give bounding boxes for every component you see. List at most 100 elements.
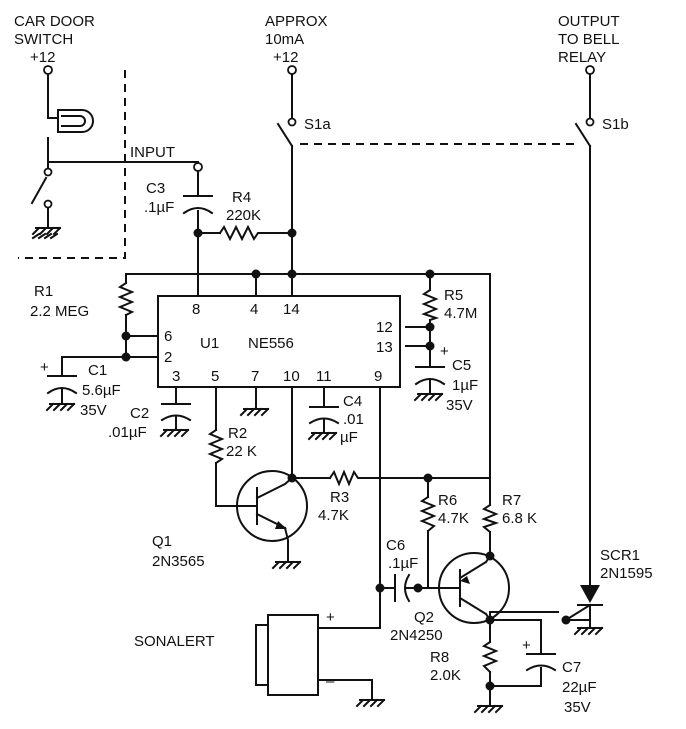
s1a-label: S1a [304,116,331,133]
labels: CAR DOOR SWITCH +12 APPROX 10mA +12 OUTP… [14,13,653,716]
c2-name: C2 [130,405,149,422]
r7-resistor [481,503,500,534]
output-label-1: OUTPUT [558,13,620,30]
pin-5: 5 [211,368,219,385]
pin-4: 4 [250,301,258,318]
r2-resistor [207,428,225,465]
r7-name: R7 [502,492,521,509]
r4-name: R4 [232,189,251,206]
pin-14: 14 [283,301,300,318]
wires [30,71,591,707]
c2-capacitor [160,403,192,431]
scr1-value: 2N1595 [600,565,653,582]
r8-resistor [481,640,499,674]
r7-value: 6.8 K [502,510,537,527]
q1-transistor [236,470,308,563]
sonalert-label: SONALERT [134,633,215,650]
c3-name: C3 [146,180,165,197]
q1-value: 2N3565 [152,553,205,570]
r3-value: 4.7K [318,507,349,524]
r5-value: 4.7M [444,305,477,322]
output-label-2: TO BELL [558,31,619,48]
r5-resistor [421,288,440,322]
r2-value: 22 K [226,443,257,460]
u1-label: U1 [200,335,219,352]
s1b-switch-blade [574,122,592,148]
c7-name: C7 [562,659,581,676]
c6-name: C6 [386,537,405,554]
pin-12: 12 [376,319,393,336]
ground-symbols [31,226,604,714]
q2-value: 2N4250 [390,627,443,644]
c5-value: 1µF [452,377,478,394]
c1-value: 5.6µF [82,382,121,399]
pin-3: 3 [172,368,180,385]
q2-name: Q2 [414,609,434,626]
q1-name: Q1 [152,533,172,550]
c5-voltage: 35V [446,397,473,414]
pin-11: 11 [316,368,332,385]
q2-transistor [438,552,510,624]
pin-8: 8 [192,301,200,318]
c4-name: C4 [343,393,362,410]
c6-value: .1µF [388,555,418,572]
ne556-label: NE556 [248,335,294,352]
r5-name: R5 [444,287,463,304]
c1-voltage: 35V [80,402,107,419]
r1-value: 2.2 MEG [30,303,89,320]
c1-name: C1 [88,362,107,379]
r3-name: R3 [330,489,349,506]
u1-ic-body [157,295,401,388]
c4-capacitor [308,406,340,434]
r2-name: R2 [228,425,247,442]
pin-9: 9 [374,368,382,385]
pin-2: 2 [164,349,172,366]
sonalert-minus: – [326,673,335,690]
sonalert-plus: + [326,609,335,626]
r4-resistor [218,224,263,242]
c1-capacitor [46,375,78,405]
scr1-name: SCR1 [600,547,640,564]
junction-dots [121,228,571,691]
pin-6: 6 [164,328,172,345]
plus12-mid: +12 [273,49,298,66]
c2-value: .01µF [108,424,147,441]
r6-value: 4.7K [438,510,469,527]
r1-name: R1 [34,283,53,300]
r3-resistor [328,469,361,487]
c5-plus: + [440,343,449,360]
car-door-label-2: SWITCH [14,31,73,48]
c1-plus: + [40,359,49,376]
pin-10: 10 [283,368,300,385]
c4-value-1: .01 [343,411,364,428]
sonalert-device [255,614,319,696]
r8-value: 2.0K [430,667,461,684]
output-label-3: RELAY [558,49,606,66]
s1a-switch-blade [276,122,294,148]
input-label: INPUT [130,144,175,161]
scr1-thyristor [564,585,603,622]
c7-plus: + [522,637,531,654]
car-door-enclosure [18,70,126,259]
approx-label-1: APPROX [265,13,328,30]
car-door-label-1: CAR DOOR [14,13,95,30]
c7-value: 22µF [562,679,597,696]
r4-value: 220K [226,207,261,224]
c5-capacitor [414,366,446,395]
r6-name: R6 [438,492,457,509]
r1-resistor [117,281,135,317]
c6-capacitor [394,573,411,603]
s1b-label: S1b [602,116,629,133]
r6-resistor [419,495,437,533]
r8-name: R8 [430,649,449,666]
pin-7: 7 [251,368,259,385]
plus12-left: +12 [30,49,55,66]
pin-13: 13 [376,339,393,356]
c4-value-2: µF [340,429,358,446]
c7-capacitor [525,653,557,672]
c7-voltage: 35V [564,699,591,716]
c5-name: C5 [452,357,471,374]
c3-value: .1µF [144,199,174,216]
c3-capacitor [182,195,214,215]
